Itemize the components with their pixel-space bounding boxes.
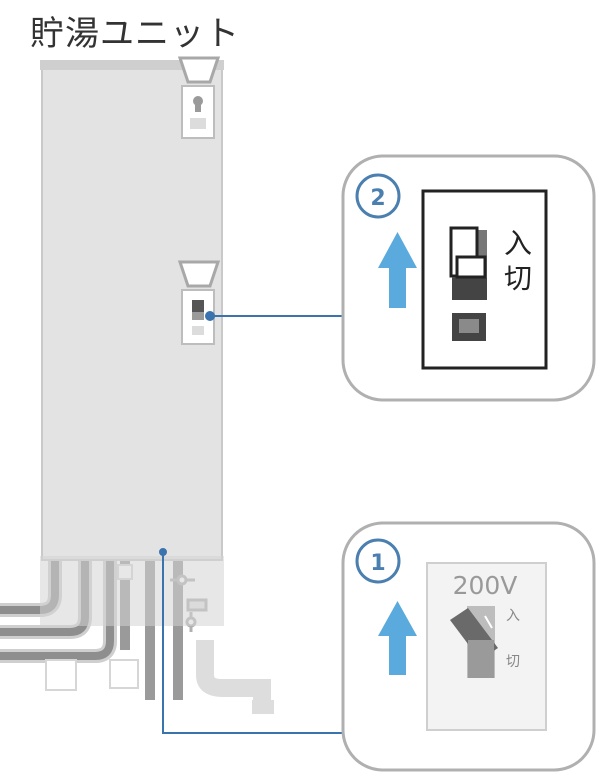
leader-lines [159,311,346,734]
page-title: 貯湯ユニット [30,14,240,54]
step-badge [355,538,401,584]
step-badge [355,173,401,219]
callout-step-2: 2 入 切 [341,154,596,402]
breaker-switch-icon: 200V 入 切 [426,562,547,731]
off-label: 切 [504,262,532,295]
step-number: 1 [370,551,385,576]
unit-middle-breaker [177,260,221,345]
callout-step-1: 1 200V 入 切 [341,521,596,772]
voltage-label: 200V [453,571,518,600]
breaker-switch-icon: 入 切 [421,189,548,370]
arrow-up-icon [378,232,417,308]
off-label: 切 [506,654,520,670]
step-number: 2 [370,186,385,211]
arrow-up-icon [378,601,417,675]
unit-top-breaker [177,56,221,139]
on-label: 入 [504,227,532,260]
on-label: 入 [506,608,520,624]
